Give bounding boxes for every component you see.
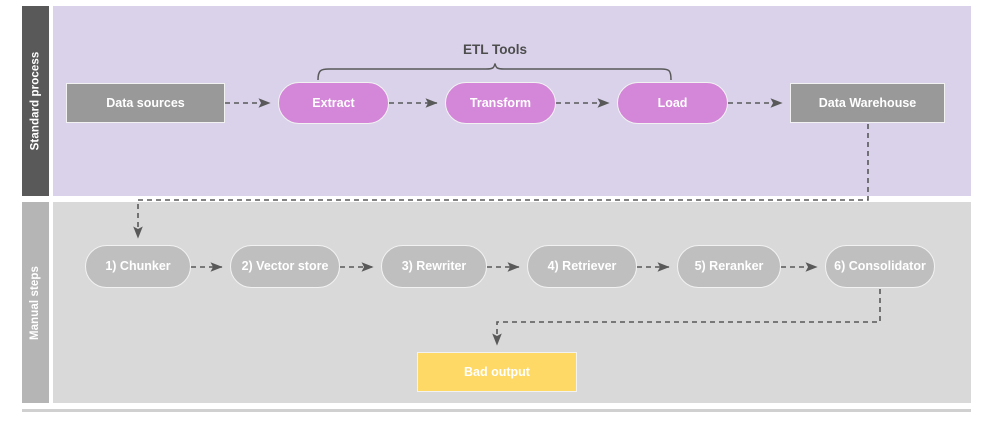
node-consolidator[interactable]: 6) Consolidator xyxy=(825,245,935,288)
node-reranker[interactable]: 5) Reranker xyxy=(677,245,781,288)
node-data-sources[interactable]: Data sources xyxy=(66,83,225,123)
lane-standard-process-label: Standard process xyxy=(22,6,49,196)
node-rewriter[interactable]: 3) Rewriter xyxy=(381,245,487,288)
node-bad-output[interactable]: Bad output xyxy=(417,352,577,392)
node-chunker[interactable]: 1) Chunker xyxy=(85,245,191,288)
bottom-divider-rule xyxy=(22,409,971,412)
node-extract[interactable]: Extract xyxy=(278,82,389,124)
node-retriever[interactable]: 4) Retriever xyxy=(527,245,637,288)
lane-standard-process-text: Standard process xyxy=(29,51,42,151)
node-load[interactable]: Load xyxy=(617,82,728,124)
node-data-warehouse[interactable]: Data Warehouse xyxy=(790,83,945,123)
node-vector-store[interactable]: 2) Vector store xyxy=(230,245,340,288)
node-transform[interactable]: Transform xyxy=(445,82,556,124)
lane-manual-steps-label: Manual steps xyxy=(22,202,49,403)
lane-manual-steps-text: Manual steps xyxy=(29,265,42,340)
etl-tools-label: ETL Tools xyxy=(463,42,527,57)
